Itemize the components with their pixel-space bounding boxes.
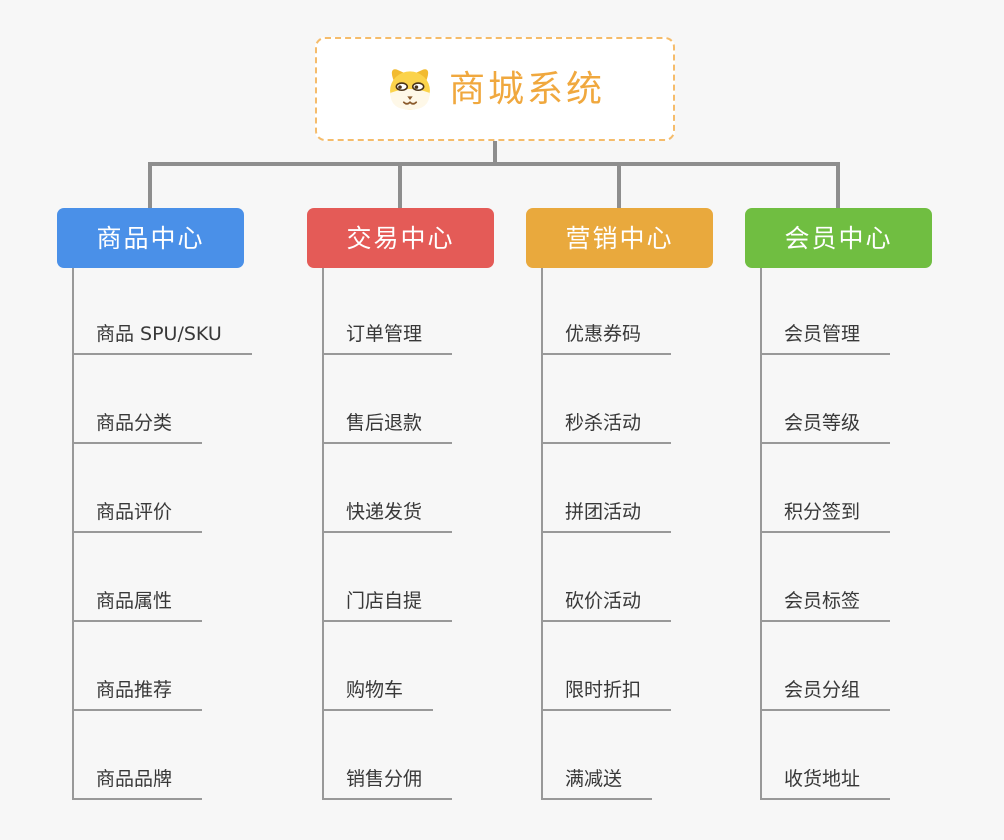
leaf-row: 订单管理 [322, 266, 592, 355]
leaf-row: 会员标签 [760, 533, 1004, 622]
leaf-row: 商品分类 [72, 355, 342, 444]
leaf-node[interactable]: 商品 SPU/SKU [72, 319, 252, 355]
connector-stub-product [148, 162, 152, 208]
leaf-node[interactable]: 购物车 [322, 675, 434, 711]
branch-node-trade-center[interactable]: 交易中心 [307, 208, 494, 268]
leaf-node[interactable]: 限时折扣 [541, 675, 672, 711]
leaf-row: 满减送 [541, 711, 811, 800]
leaf-row: 砍价活动 [541, 533, 811, 622]
connector-stub-marketing [617, 162, 621, 208]
leaf-node[interactable]: 商品评价 [72, 497, 203, 533]
leaf-row: 商品 SPU/SKU [72, 266, 342, 355]
branch-label: 交易中心 [346, 223, 455, 253]
leaf-row: 快递发货 [322, 444, 592, 533]
leaf-node[interactable]: 商品属性 [72, 586, 203, 622]
leaf-column-member: 会员管理 会员等级 积分签到 会员标签 会员分组 收货地址 [760, 266, 1004, 800]
leaf-row: 门店自提 [322, 533, 592, 622]
leaf-node[interactable]: 门店自提 [322, 586, 453, 622]
branch-node-product-center[interactable]: 商品中心 [57, 208, 244, 268]
leaf-row: 积分签到 [760, 444, 1004, 533]
leaf-node[interactable]: 订单管理 [322, 319, 453, 355]
root-node[interactable]: 商城系统 [315, 37, 675, 141]
leaf-row: 会员等级 [760, 355, 1004, 444]
leaf-row: 收货地址 [760, 711, 1004, 800]
dog-face-icon [390, 69, 430, 110]
leaf-row: 销售分佣 [322, 711, 592, 800]
leaf-row: 优惠券码 [541, 266, 811, 355]
leaf-node[interactable]: 会员管理 [760, 319, 891, 355]
leaf-row: 会员分组 [760, 622, 1004, 711]
leaf-node[interactable]: 商品品牌 [72, 764, 203, 800]
leaf-row: 商品评价 [72, 444, 342, 533]
leaf-node[interactable]: 满减送 [541, 764, 653, 800]
branch-label: 会员中心 [784, 223, 893, 253]
leaf-row: 商品推荐 [72, 622, 342, 711]
leaf-column-trade: 订单管理 售后退款 快递发货 门店自提 购物车 销售分佣 [322, 266, 592, 800]
leaf-row: 商品属性 [72, 533, 342, 622]
root-node-title: 商城系统 [448, 69, 605, 110]
leaf-column-marketing: 优惠券码 秒杀活动 拼团活动 砍价活动 限时折扣 满减送 [541, 266, 811, 800]
leaf-column-product: 商品 SPU/SKU 商品分类 商品评价 商品属性 商品推荐 商品品牌 [72, 266, 342, 800]
leaf-node[interactable]: 收货地址 [760, 764, 891, 800]
leaf-node[interactable]: 会员标签 [760, 586, 891, 622]
leaf-row: 商品品牌 [72, 711, 342, 800]
leaf-row: 售后退款 [322, 355, 592, 444]
branch-label: 商品中心 [96, 223, 205, 253]
leaf-row: 购物车 [322, 622, 592, 711]
connector-root-stem [493, 141, 497, 166]
connector-rail [148, 162, 840, 166]
leaf-node[interactable]: 商品推荐 [72, 675, 203, 711]
leaf-node[interactable]: 秒杀活动 [541, 408, 672, 444]
connector-stub-trade [398, 162, 402, 208]
leaf-node[interactable]: 会员分组 [760, 675, 891, 711]
connector-stub-member [836, 162, 840, 208]
leaf-node[interactable]: 快递发货 [322, 497, 453, 533]
leaf-node[interactable]: 会员等级 [760, 408, 891, 444]
leaf-row: 限时折扣 [541, 622, 811, 711]
leaf-node[interactable]: 砍价活动 [541, 586, 672, 622]
leaf-node[interactable]: 优惠券码 [541, 319, 672, 355]
leaf-node[interactable]: 积分签到 [760, 497, 891, 533]
leaf-node[interactable]: 拼团活动 [541, 497, 672, 533]
branch-node-marketing-center[interactable]: 营销中心 [526, 208, 713, 268]
leaf-row: 秒杀活动 [541, 355, 811, 444]
leaf-node[interactable]: 销售分佣 [322, 764, 453, 800]
leaf-row: 拼团活动 [541, 444, 811, 533]
leaf-row: 会员管理 [760, 266, 1004, 355]
leaf-node[interactable]: 售后退款 [322, 408, 453, 444]
branch-node-member-center[interactable]: 会员中心 [745, 208, 932, 268]
leaf-node[interactable]: 商品分类 [72, 408, 203, 444]
branch-label: 营销中心 [565, 223, 674, 253]
